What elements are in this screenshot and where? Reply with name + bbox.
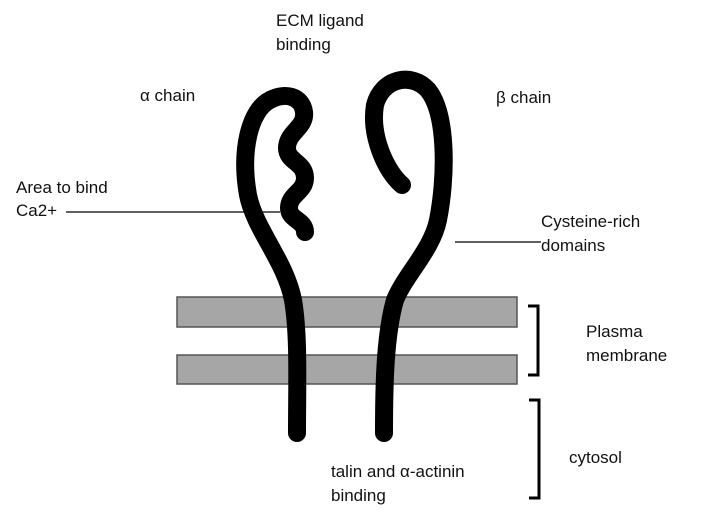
membrane-inner-layer xyxy=(177,355,517,384)
talin-actinin-binding-label: talin and α-actinin binding xyxy=(331,460,465,508)
membrane-outer-layer xyxy=(177,297,517,327)
alpha-chain-label: α chain xyxy=(140,84,195,108)
cytosol-label: cytosol xyxy=(569,446,622,470)
beta-chain-label: β chain xyxy=(496,86,551,110)
ecm-ligand-binding-label: ECM ligand binding xyxy=(276,9,364,57)
calcium-area-label-line1: Area to bind xyxy=(16,176,108,200)
plasma-membrane-bracket xyxy=(528,306,538,375)
cytosol-bracket xyxy=(529,400,539,498)
plasma-membrane-label: Plasma membrane xyxy=(586,320,667,368)
cysteine-rich-domains-label: Cysteine-rich domains xyxy=(541,210,640,258)
calcium-area-label-line2: Ca2+ xyxy=(16,199,57,223)
